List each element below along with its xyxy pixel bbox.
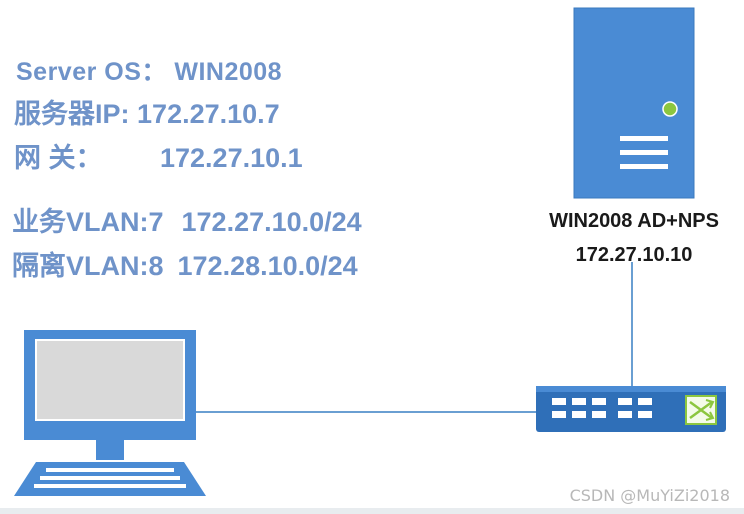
- vlan-isolation-label: 隔离VLAN:8: [12, 251, 164, 281]
- vlan-business-line: 业务VLAN:7 172.27.10.0/24: [12, 200, 362, 239]
- server-ip-label: 服务器IP:: [14, 99, 130, 129]
- server-os-text: Server OS： WIN2008: [16, 58, 283, 86]
- switch-icon: [536, 386, 726, 432]
- gateway-value: 172.27.10.1: [160, 143, 303, 173]
- server-ip-line: 服务器IP: 172.27.10.7: [14, 92, 280, 131]
- computer-icon: [14, 330, 206, 496]
- vlan-business-label: 业务VLAN:7: [12, 207, 164, 237]
- server-ip-value: 172.27.10.7: [137, 99, 280, 129]
- server-name-label: WIN2008 AD+NPS: [549, 210, 719, 232]
- vlan-business-net: 172.27.10.0/24: [181, 207, 362, 237]
- server-ip-address-label: 172.27.10.10: [575, 244, 693, 266]
- gateway-line: 网 关： 172.27.10.1: [14, 136, 303, 175]
- vlan-isolation-line: 隔离VLAN:8 172.28.10.0/24: [12, 244, 358, 283]
- gateway-label: 网 关：: [14, 143, 103, 173]
- vlan-isolation-net: 172.28.10.0/24: [177, 251, 358, 281]
- server-icon: [573, 7, 695, 199]
- csdn-watermark: CSDN @MuYiZi2018: [569, 486, 730, 505]
- bottom-border: [0, 508, 744, 514]
